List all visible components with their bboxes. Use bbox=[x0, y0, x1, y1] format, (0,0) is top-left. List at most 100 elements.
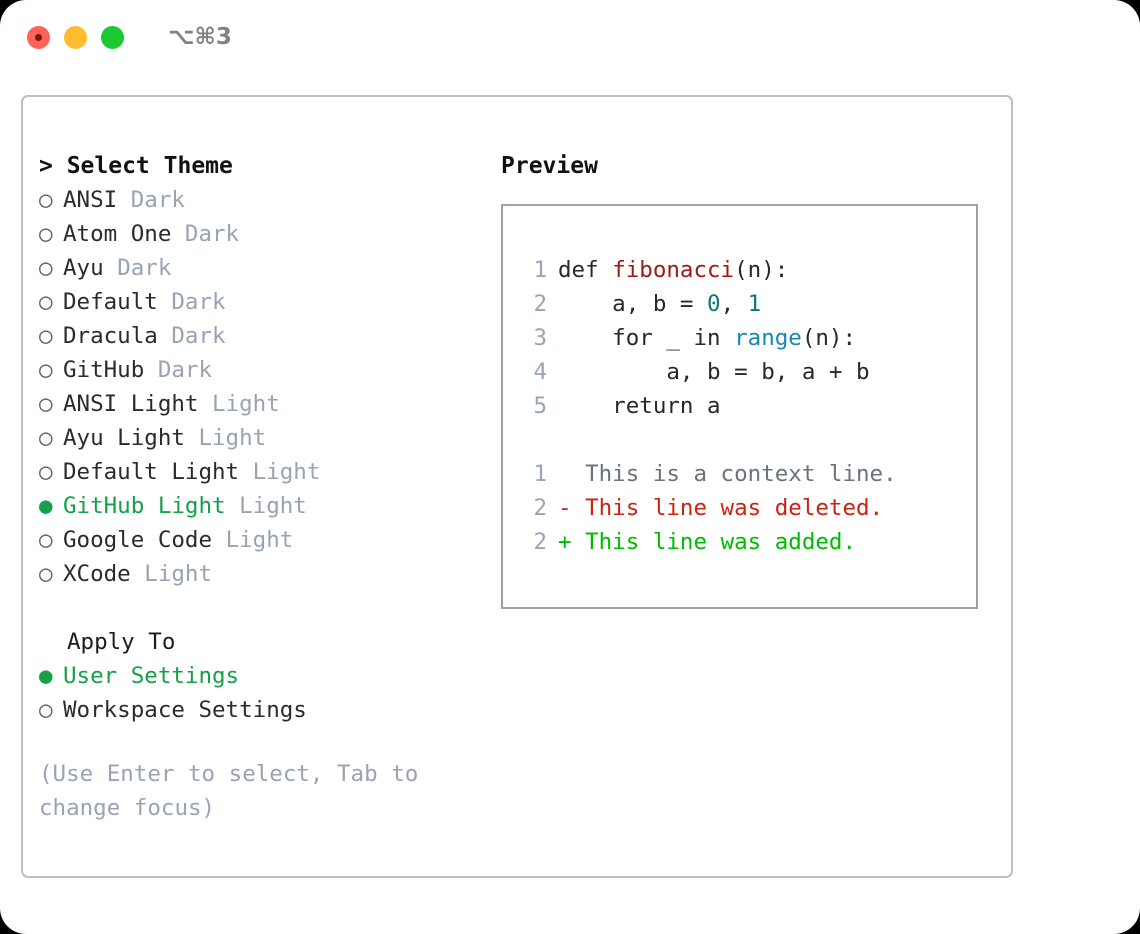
title-bar: ⌥⌘3 bbox=[0, 0, 1140, 78]
theme-option-label: ANSI Light bbox=[63, 391, 199, 417]
theme-option-label: Ayu Light bbox=[63, 425, 185, 451]
preview-title: Preview bbox=[501, 153, 598, 179]
theme-variant-badge: Dark bbox=[157, 357, 213, 383]
line-number: 5 bbox=[533, 393, 547, 419]
radio-unselected-icon: ○ bbox=[39, 425, 53, 451]
theme-variant-badge: Light bbox=[198, 425, 267, 451]
maximize-window-button[interactable] bbox=[101, 26, 124, 49]
line-number: 1 bbox=[533, 257, 547, 283]
theme-option-google-code[interactable]: ○ Google Code Light bbox=[39, 523, 491, 557]
select-theme-header: > Select Theme bbox=[39, 153, 233, 179]
theme-option-ayu-light[interactable]: ○ Ayu Light Light bbox=[39, 421, 491, 455]
diff-sample-block: 1 This is a context line. 2 - This line wa… bbox=[519, 457, 897, 559]
theme-variant-badge: Light bbox=[225, 527, 294, 553]
radio-unselected-icon: ○ bbox=[39, 391, 53, 417]
radio-unselected-icon: ○ bbox=[39, 255, 53, 281]
theme-option-ansi[interactable]: ○ANSI Dark bbox=[39, 183, 491, 217]
line-number: 2 bbox=[533, 291, 547, 317]
close-window-button[interactable] bbox=[27, 26, 50, 49]
theme-variant-badge: Dark bbox=[171, 323, 226, 349]
theme-option-dracula[interactable]: ○ Dracula Dark bbox=[39, 319, 491, 353]
keyboard-shortcut-label: ⌥⌘3 bbox=[168, 24, 232, 50]
code-token: for _ in bbox=[558, 325, 735, 351]
theme-option-xcode[interactable]: ○XCode Light bbox=[39, 557, 491, 591]
theme-option-label: Default Light bbox=[63, 459, 240, 485]
code-line: 1 This is a context line. bbox=[519, 457, 897, 491]
line-number: 1 bbox=[533, 461, 547, 487]
code-line: 2 a, b = 0, 1 bbox=[519, 287, 897, 321]
theme-option-label: Ayu bbox=[63, 255, 104, 281]
theme-option-label: GitHub bbox=[63, 357, 145, 383]
code-token: (n): bbox=[734, 257, 789, 283]
theme-option-label: Default bbox=[63, 289, 158, 315]
apply-to-option-user-settings[interactable]: ● User Settings bbox=[39, 659, 491, 693]
theme-option-default[interactable]: ○ Default Dark bbox=[39, 285, 491, 319]
theme-variant-badge: Dark bbox=[117, 255, 172, 281]
list-spacer bbox=[39, 591, 491, 625]
theme-option-default-light[interactable]: ○Default Light Light bbox=[39, 455, 491, 489]
theme-option-label: GitHub Light bbox=[63, 493, 226, 519]
theme-option-label: Google Code bbox=[63, 527, 213, 553]
code-token: 0 bbox=[707, 291, 721, 317]
theme-option-label: ANSI bbox=[63, 187, 118, 213]
theme-option-github[interactable]: ○ GitHub Dark bbox=[39, 353, 491, 387]
code-token: - This line was deleted. bbox=[558, 495, 884, 521]
theme-variant-badge: Dark bbox=[184, 221, 240, 247]
code-token: This is a context line. bbox=[558, 461, 897, 487]
code-token: return a bbox=[558, 393, 721, 419]
radio-selected-icon: ● bbox=[39, 493, 53, 519]
code-line: 2 + This line was added. bbox=[519, 525, 897, 559]
line-number: 2 bbox=[533, 495, 547, 521]
radio-unselected-icon: ○ bbox=[39, 697, 53, 723]
apply-to-header: Apply To bbox=[67, 629, 176, 655]
theme-option-label: Atom One bbox=[63, 221, 172, 247]
keyboard-hint-text: (Use Enter to select, Tab to change focu… bbox=[39, 761, 419, 821]
code-token: 1 bbox=[747, 291, 762, 317]
minimize-window-button[interactable] bbox=[64, 26, 87, 49]
radio-unselected-icon: ○ bbox=[39, 289, 53, 315]
code-line: 2 - This line was deleted. bbox=[519, 491, 897, 525]
theme-option-ayu[interactable]: ○ Ayu Dark bbox=[39, 251, 491, 285]
radio-unselected-icon: ○ bbox=[39, 357, 53, 383]
code-token: a, b = b, a + b bbox=[558, 359, 870, 385]
content-window: > Select Theme ○ANSI Dark○Atom One Dark○… bbox=[21, 95, 1013, 878]
code-token: (n): bbox=[801, 325, 857, 351]
code-token: + This line was added. bbox=[558, 529, 857, 555]
theme-variant-badge: Light bbox=[239, 493, 307, 519]
code-token: fibonacci bbox=[612, 257, 735, 283]
theme-selector-pane: > Select Theme ○ANSI Dark○Atom One Dark○… bbox=[39, 149, 491, 825]
code-line: 4 a, b = b, a + b bbox=[519, 355, 897, 389]
radio-unselected-icon: ○ bbox=[39, 323, 53, 349]
line-number: 3 bbox=[533, 325, 547, 351]
code-line: 3 for _ in range(n): bbox=[519, 321, 897, 355]
code-line: 1 def fibonacci(n): bbox=[519, 253, 897, 287]
theme-option-atom-one[interactable]: ○ Atom One Dark bbox=[39, 217, 491, 251]
code-diff-separator bbox=[519, 423, 897, 457]
apply-to-option-workspace-settings[interactable]: ○ Workspace Settings bbox=[39, 693, 491, 727]
theme-variant-badge: Light bbox=[212, 391, 280, 417]
radio-selected-icon: ● bbox=[39, 663, 53, 689]
theme-list: ○ANSI Dark○Atom One Dark○Ayu Dark○Defaul… bbox=[39, 183, 491, 591]
theme-option-label: XCode bbox=[63, 561, 131, 587]
line-number: 2 bbox=[533, 529, 547, 555]
radio-unselected-icon: ○ bbox=[39, 221, 53, 247]
radio-unselected-icon: ○ bbox=[39, 527, 53, 553]
theme-option-label: Dracula bbox=[63, 323, 158, 349]
theme-option-github-light[interactable]: ● GitHub Light Light bbox=[39, 489, 491, 523]
code-token: a, b = bbox=[558, 291, 708, 317]
theme-option-ansi-light[interactable]: ○ ANSI Light Light bbox=[39, 387, 491, 421]
line-number: 4 bbox=[533, 359, 547, 385]
theme-variant-badge: Light bbox=[252, 459, 321, 485]
radio-unselected-icon: ○ bbox=[39, 561, 53, 587]
apply-to-option-label: Workspace Settings bbox=[63, 697, 307, 723]
code-token: range bbox=[734, 325, 802, 351]
window-controls bbox=[27, 26, 124, 49]
apply-to-option-label: User Settings bbox=[63, 663, 240, 689]
code-token: def bbox=[558, 257, 613, 283]
theme-variant-badge: Dark bbox=[171, 289, 226, 315]
